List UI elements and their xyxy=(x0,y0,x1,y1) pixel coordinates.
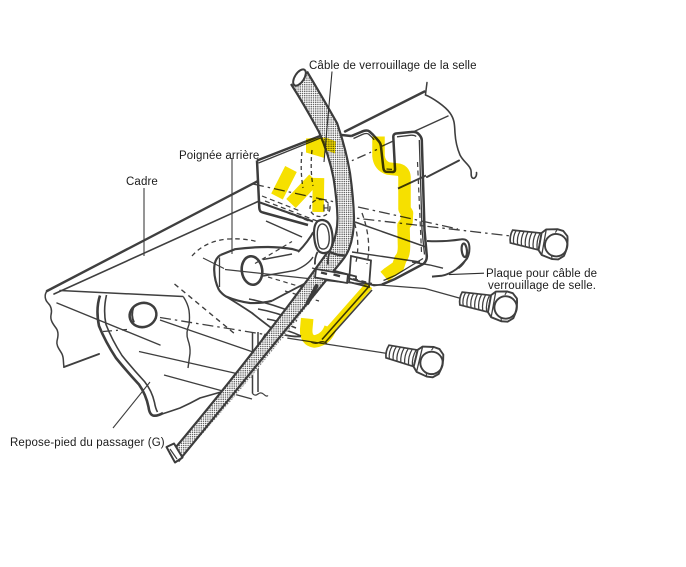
svg-text:verrouillage de selle.: verrouillage de selle. xyxy=(488,280,596,292)
svg-text:Poignée arrière: Poignée arrière xyxy=(179,150,259,162)
svg-text:Plaque pour câble de: Plaque pour câble de xyxy=(486,268,597,280)
svg-text:Cadre: Cadre xyxy=(126,176,158,188)
svg-text:Câble de verrouillage de la se: Câble de verrouillage de la selle xyxy=(309,60,477,72)
svg-text:Repose-pied du passager (G): Repose-pied du passager (G) xyxy=(10,437,165,449)
